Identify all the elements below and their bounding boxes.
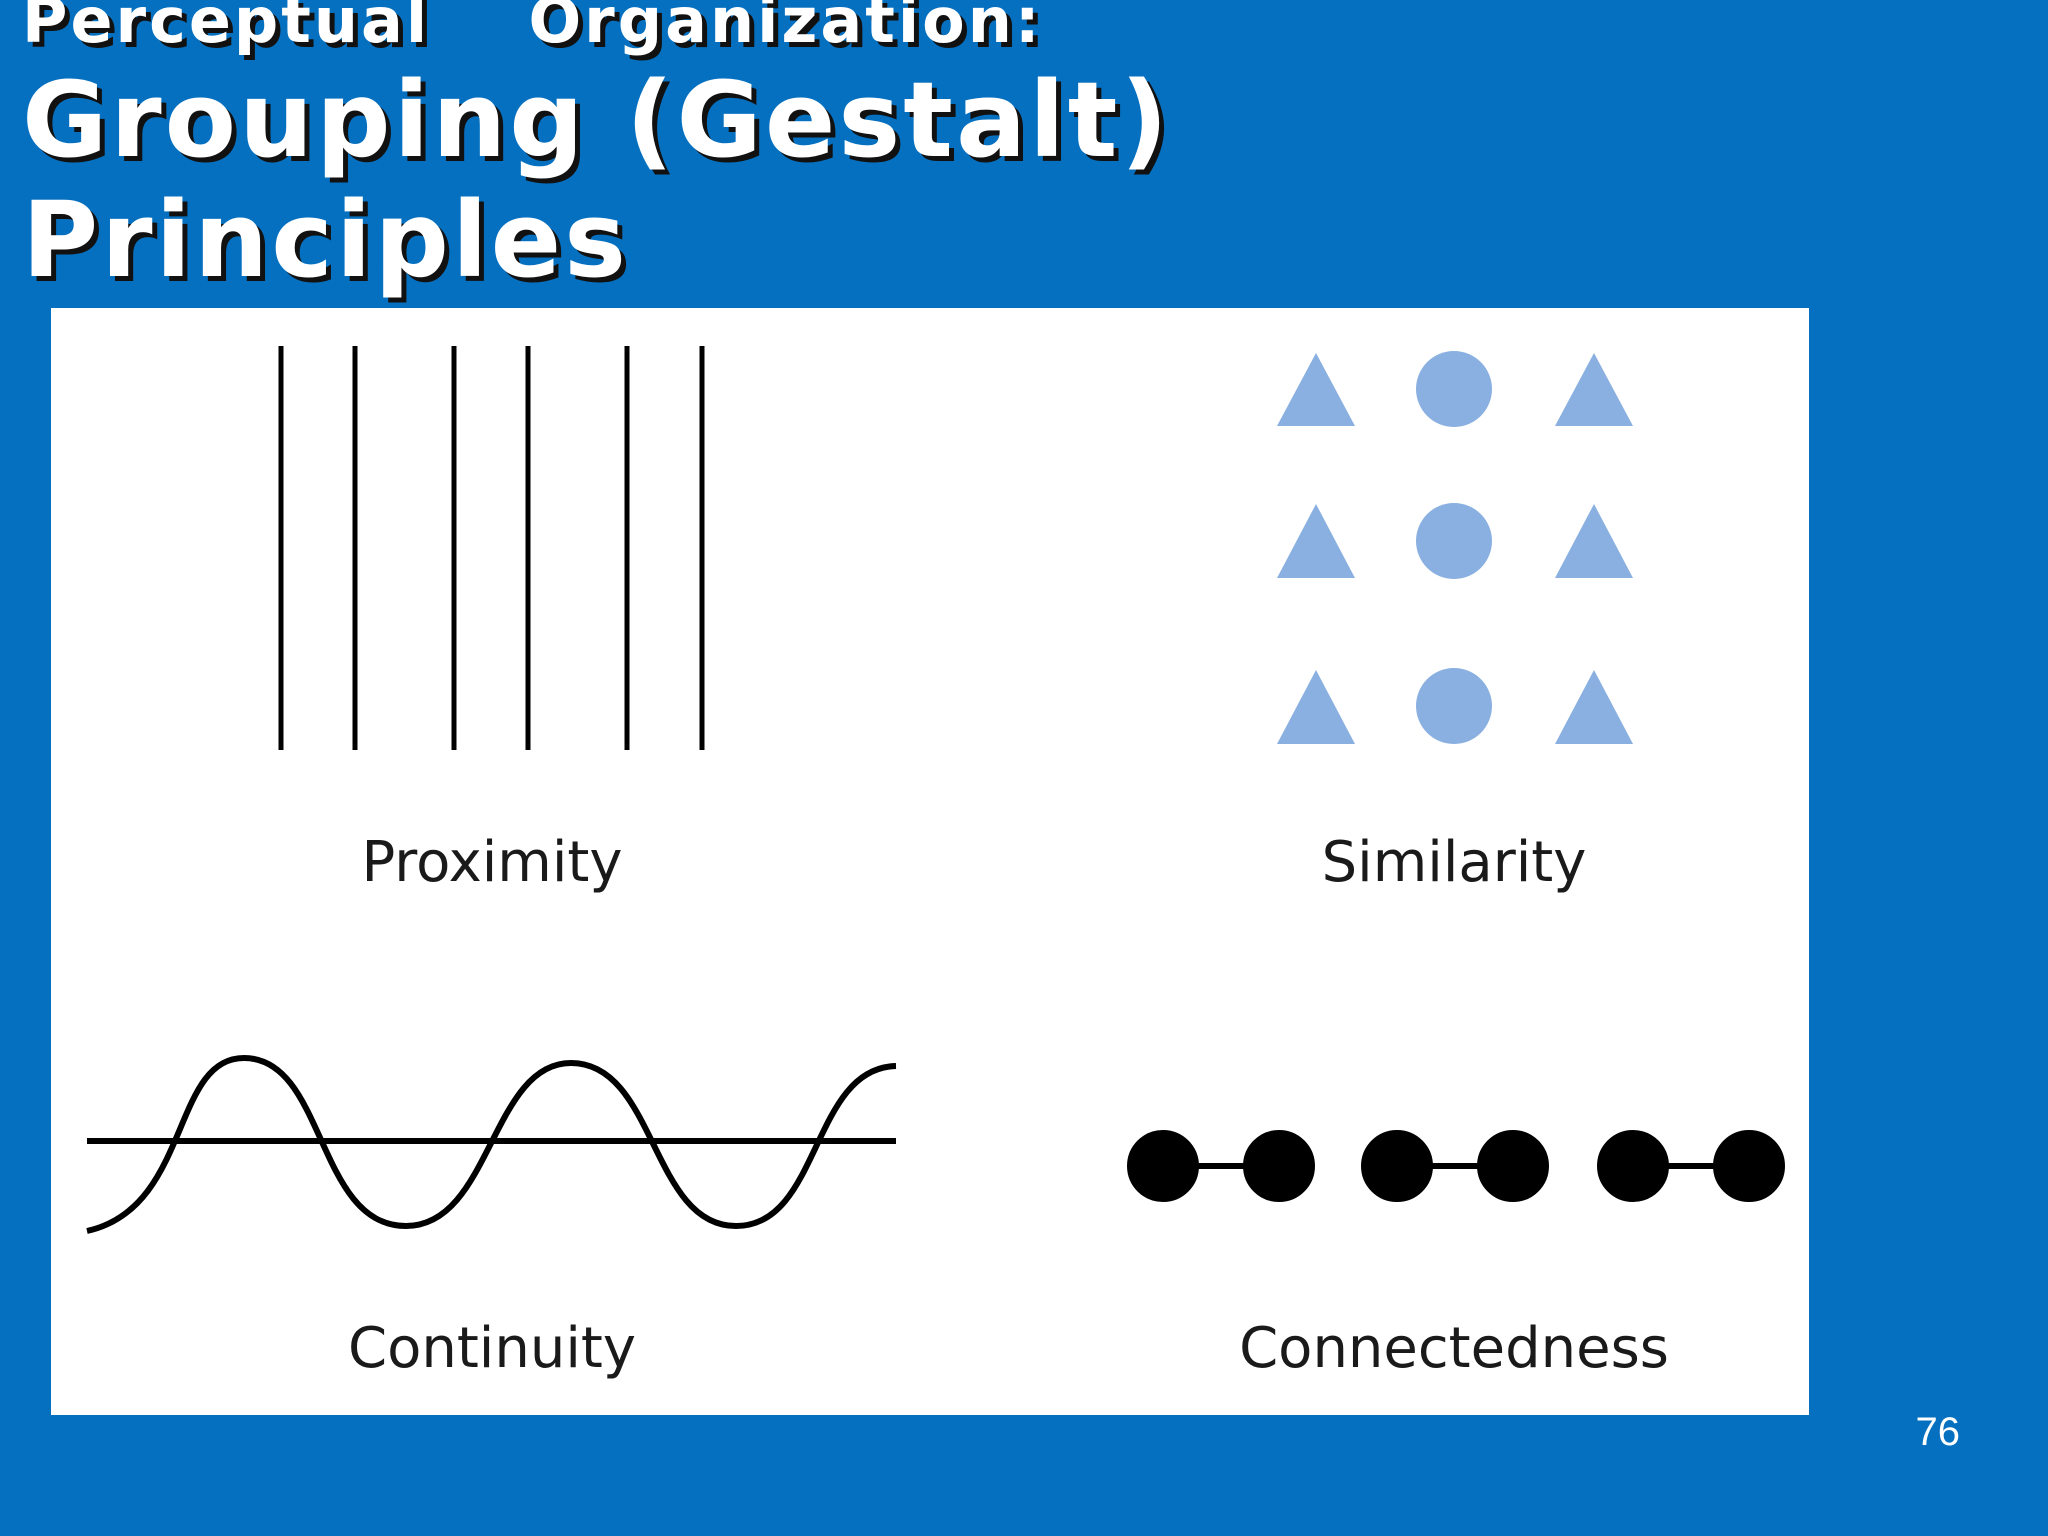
circle-shape <box>1416 503 1492 579</box>
gestalt-diagram <box>86 346 1785 1234</box>
triangle-shape <box>1277 353 1355 426</box>
dot <box>1713 1130 1785 1202</box>
continuity-wave <box>86 1054 897 1234</box>
dot <box>1127 1130 1199 1202</box>
title-line-3: Principles <box>22 179 630 301</box>
proximity-label: Proximity <box>361 830 623 895</box>
similarity-label: Similarity <box>1321 830 1587 895</box>
triangle-shape <box>1277 670 1355 744</box>
triangle-shape <box>1277 504 1355 578</box>
triangle-shape <box>1555 670 1633 744</box>
triangle-shape <box>1555 353 1633 426</box>
similarity-shapes <box>1277 351 1633 744</box>
circle-shape <box>1416 351 1492 427</box>
page-number: 76 <box>1915 1410 1961 1454</box>
continuity-figure <box>86 1054 897 1234</box>
proximity-lines <box>278 346 705 750</box>
connectedness-label: Connectedness <box>1239 1316 1669 1381</box>
dot <box>1597 1130 1669 1202</box>
dot <box>1243 1130 1315 1202</box>
continuity-label: Continuity <box>347 1316 636 1381</box>
circle-shape <box>1416 668 1492 744</box>
connectedness-figure <box>1127 1130 1785 1202</box>
gestalt-figure: Proximity Similarity Continuity Connecte… <box>51 308 1809 1415</box>
title-line-2: Grouping (Gestalt) <box>22 59 1172 181</box>
dot <box>1361 1130 1433 1202</box>
triangle-shape <box>1555 504 1633 578</box>
dot <box>1477 1130 1549 1202</box>
title-line-1: Perceptual Organization: <box>22 0 1043 57</box>
slide-title: Perceptual Organization: Grouping (Gesta… <box>22 0 1322 300</box>
